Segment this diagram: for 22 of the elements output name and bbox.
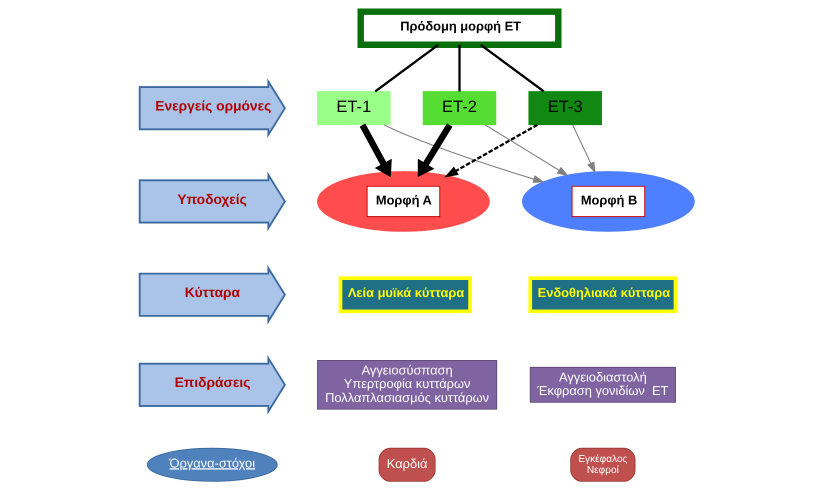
node-box: Λεία μυϊκά κύτταρα bbox=[338, 276, 472, 314]
node-ellipse: Όργανα-στόχοι bbox=[146, 448, 278, 482]
node-ellipse: Μορφή Β bbox=[522, 171, 695, 232]
arrow bbox=[484, 124, 569, 176]
arrow bbox=[418, 123, 452, 178]
arrow bbox=[384, 124, 544, 183]
node-box: Αγγειοδιαστολή Έκφραση γονιδίων ΕΤ bbox=[530, 366, 676, 403]
connector bbox=[480, 44, 545, 92]
node-box: Καρδιά bbox=[378, 448, 436, 482]
node-box: ET-1 bbox=[317, 91, 391, 126]
connector bbox=[374, 44, 439, 92]
arrow bbox=[444, 124, 538, 178]
node-ellipse: Μορφή Α bbox=[317, 171, 490, 232]
node-box: Αγγειοσύσπαση Υπερτροφία κυττάρων Πολλαπλασιασμός κυττάρων bbox=[317, 360, 498, 410]
node-box: Πρόδομη μορφή ΕΤ bbox=[358, 8, 562, 48]
node-box: ET-3 bbox=[528, 91, 602, 126]
arrow bbox=[360, 124, 392, 178]
node-box: Ενδοθηλιακά κύτταρα bbox=[528, 276, 678, 314]
arrow bbox=[572, 124, 596, 174]
connector bbox=[458, 44, 461, 92]
node-box: Εγκέφαλος Νεφροί bbox=[570, 448, 636, 482]
node-box: ET-2 bbox=[422, 91, 496, 126]
